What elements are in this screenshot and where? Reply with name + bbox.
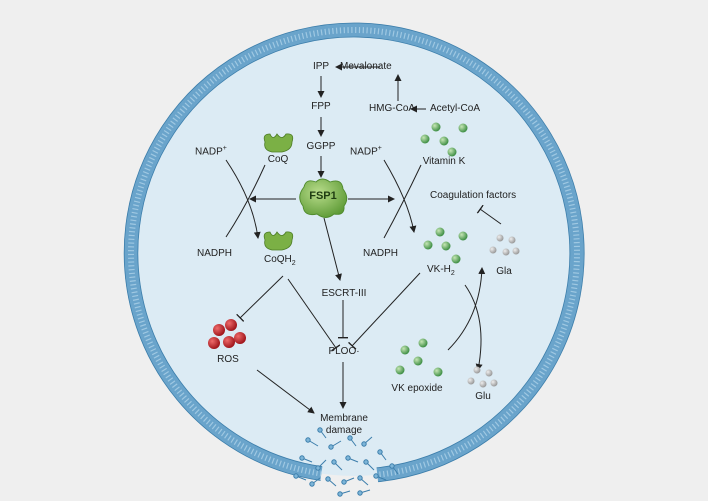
label-coagulation-factors: Coagulation factors bbox=[430, 190, 517, 201]
vitamin-k-spheres bbox=[420, 122, 468, 157]
label-vitamin-k: Vitamin K bbox=[422, 156, 466, 167]
label-damage: damage bbox=[325, 425, 363, 436]
fsp1-arrows bbox=[249, 195, 395, 281]
label-plooh: PLOO· bbox=[328, 346, 360, 357]
label-fsp1: FSP1 bbox=[309, 190, 337, 202]
label-membrane: Membrane bbox=[320, 413, 368, 424]
mevalonate-pathway-arrows bbox=[317, 63, 426, 178]
label-nadp-right: NADP+ bbox=[350, 145, 382, 158]
damage-arrows bbox=[256, 362, 347, 414]
inhibition-lines bbox=[236, 204, 502, 352]
cytoplasm bbox=[131, 30, 577, 476]
label-gla: Gla bbox=[496, 266, 512, 277]
label-hmg-coa: HMG-CoA bbox=[368, 103, 416, 114]
glu-particles bbox=[467, 366, 498, 388]
vk-h2-spheres bbox=[423, 227, 468, 264]
lipid-bilayer bbox=[124, 23, 584, 482]
label-vk-h2: VK-H2 bbox=[427, 264, 455, 277]
label-vk-epoxide: VK epoxide bbox=[391, 383, 443, 394]
label-nadp-left: NADP+ bbox=[195, 145, 227, 158]
label-escrt-iii: ESCRT-III bbox=[321, 288, 367, 299]
label-acetyl-coa: Acetyl-CoA bbox=[430, 103, 481, 114]
label-ros: ROS bbox=[217, 354, 239, 365]
redox-cycles bbox=[225, 159, 486, 371]
membrane-fragments bbox=[293, 427, 399, 497]
fsp1-protein bbox=[299, 178, 348, 218]
coqh2-molecule bbox=[263, 231, 294, 251]
cell-membrane bbox=[123, 22, 585, 483]
label-nadph-left: NADPH bbox=[197, 248, 233, 259]
label-ggpp: GGPP bbox=[306, 141, 336, 152]
label-fpp: FPP bbox=[311, 101, 331, 112]
label-coq: CoQ bbox=[267, 154, 289, 165]
label-coqh2: CoQH2 bbox=[264, 254, 296, 267]
ros-spheres bbox=[208, 319, 246, 349]
label-nadph-right: NADPH bbox=[363, 248, 399, 259]
label-mevalonate: Mevalonate bbox=[340, 61, 392, 72]
gla-particles bbox=[489, 234, 520, 256]
label-glu: Glu bbox=[475, 391, 491, 402]
vk-epoxide-spheres bbox=[395, 338, 443, 377]
coq-molecule bbox=[263, 133, 294, 153]
label-ipp: IPP bbox=[312, 61, 330, 72]
